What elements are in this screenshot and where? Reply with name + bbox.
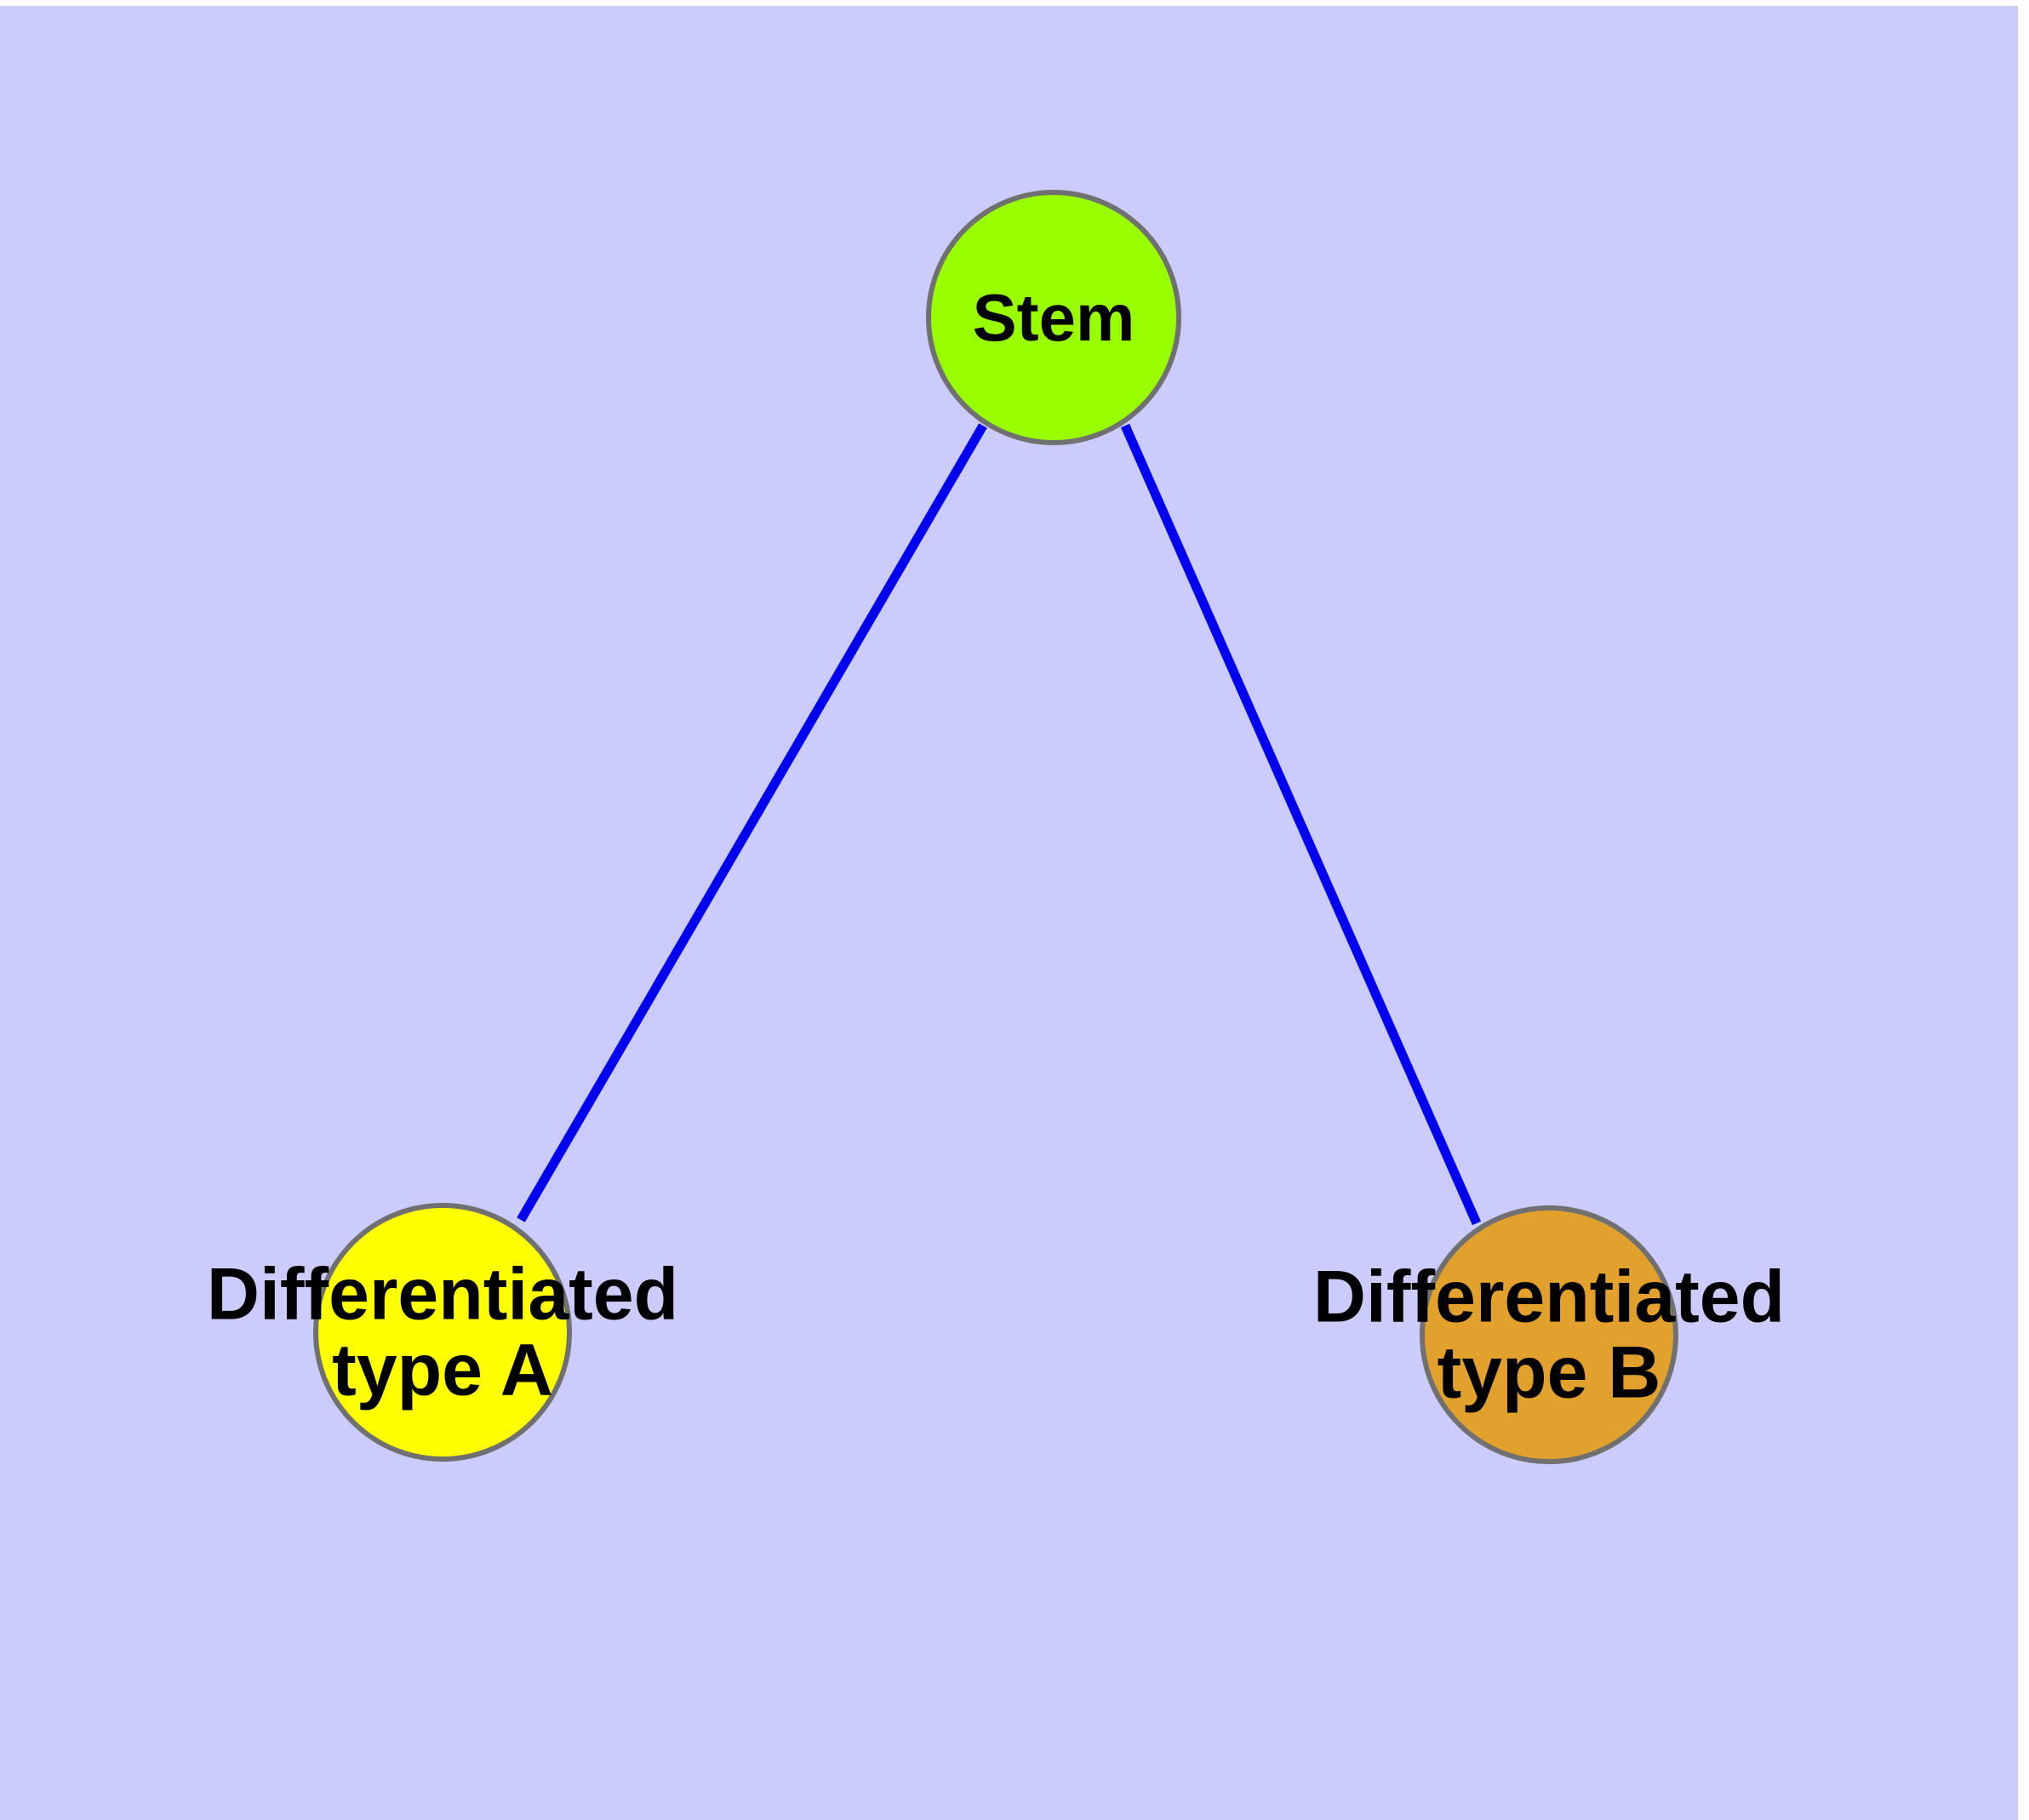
graph-edge-stem-to-diff-b[interactable]	[1120, 423, 1482, 1226]
graph-node-stem[interactable]	[926, 190, 1181, 445]
graph-edge-stem-to-diff-a[interactable]	[517, 423, 987, 1222]
graph-node-diff-b[interactable]	[1420, 1205, 1678, 1464]
edges-layer	[517, 423, 1482, 1226]
graph-node-diff-a[interactable]	[313, 1203, 572, 1462]
graph-svg	[313, 190, 1678, 1464]
nodes-layer	[313, 190, 1678, 1464]
